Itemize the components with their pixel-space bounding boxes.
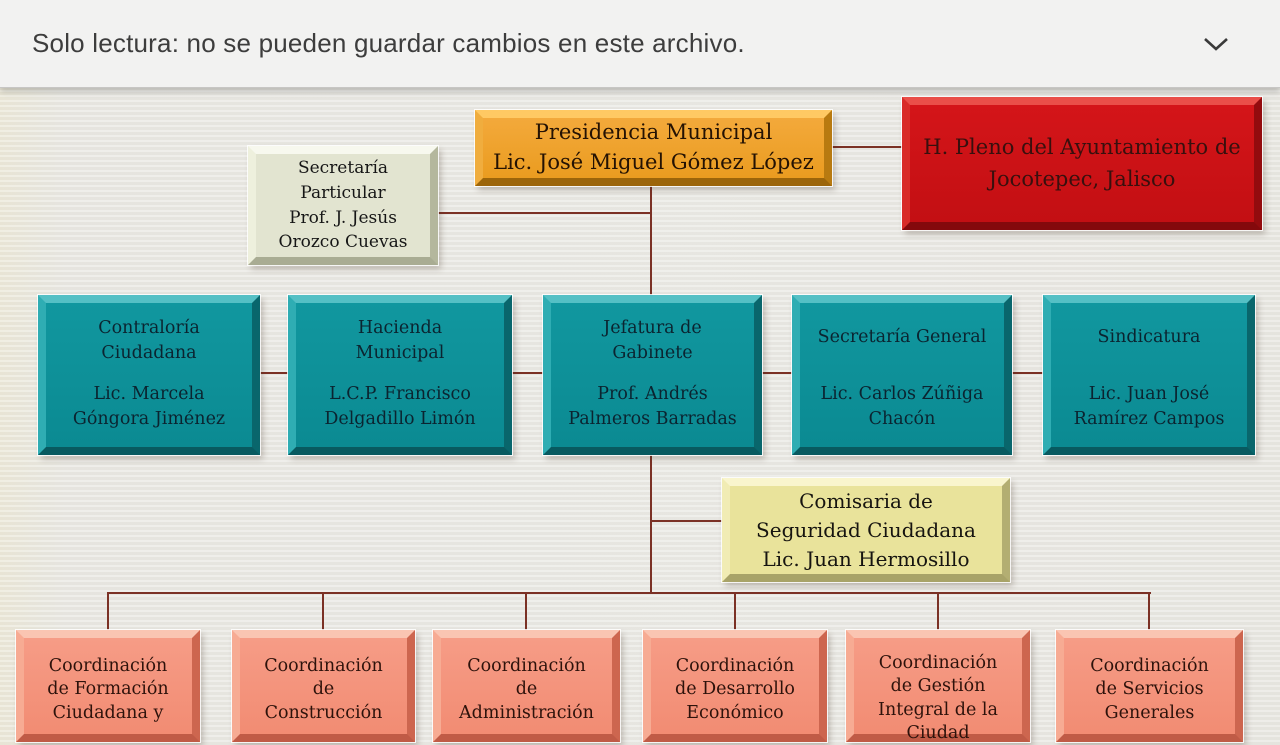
readonly-banner: Solo lectura: no se pueden guardar cambi… — [0, 0, 1280, 88]
node-person: Lic. Carlos Zúñiga Chacón — [820, 384, 984, 430]
org-node-sindicatura: Sindicatura Lic. Juan José Ramírez Campo… — [1043, 295, 1255, 455]
org-node-coordinacion-desarrollo-economico: Coordinación de Desarrollo Económico — [643, 630, 827, 742]
node-person: Prof. Andrés Palmeros Barradas — [568, 384, 737, 430]
org-node-contraloria-ciudadana: Contraloría Ciudadana Lic. Marcela Góngo… — [38, 295, 260, 455]
node-title: Coordinación de Construcción — [264, 656, 383, 723]
node-title: Sindicatura — [1097, 327, 1201, 347]
node-title: Contraloría Ciudadana — [98, 318, 200, 363]
connector-drop-desarrollo — [734, 593, 736, 630]
node-title: Coordinación de Gestión Integral de la C… — [878, 653, 998, 743]
connector-presidencia-down — [650, 186, 652, 295]
node-person: Lic. Juan José Ramírez Campos — [1073, 384, 1225, 430]
node-title: H. Pleno del Ayuntamiento de Jocotepec, … — [923, 135, 1241, 191]
node-title: Comisaria de Seguridad Ciudadana — [756, 488, 976, 542]
org-node-coordinacion-formacion-ciudadana: Coordinación de Formación Ciudadana y — [16, 630, 200, 742]
connector-coordinaciones-row — [107, 592, 1151, 594]
org-node-coordinacion-servicios-generales: Coordinación de Servicios Generales — [1056, 630, 1243, 742]
org-node-coordinacion-construccion: Coordinación de Construcción — [232, 630, 415, 742]
org-node-comisaria-seguridad: Comisaria de Seguridad Ciudadana Lic. Ju… — [722, 478, 1010, 582]
node-person: Lic. Juan Hermosillo — [762, 546, 970, 571]
node-title: Secretaría Particular — [297, 157, 389, 203]
connector-drop-gestion — [937, 593, 939, 630]
org-node-presidencia-municipal: Presidencia Municipal Lic. José Miguel G… — [475, 110, 832, 186]
node-title: Presidencia Municipal — [534, 120, 773, 145]
org-node-pleno-ayuntamiento: H. Pleno del Ayuntamiento de Jocotepec, … — [902, 97, 1262, 230]
node-person: Lic. Marcela Góngora Jiménez — [72, 384, 226, 430]
connector-jefatura-down — [650, 455, 652, 594]
connector-drop-construccion — [322, 593, 324, 630]
org-node-coordinacion-gestion-integral: Coordinación de Gestión Integral de la C… — [846, 630, 1030, 743]
node-title: Jefatura de Gabinete — [603, 318, 702, 363]
node-title: Secretaría General — [817, 327, 987, 347]
connector-comisaria — [651, 520, 722, 522]
node-person: Lic. José Miguel Gómez López — [493, 150, 814, 174]
connector-secretaria-particular — [437, 212, 652, 214]
org-node-secretaria-general: Secretaría General Lic. Carlos Zúñiga Ch… — [792, 295, 1012, 455]
node-person: Prof. J. Jesús Orozco Cuevas — [278, 207, 408, 253]
connector-drop-servicios — [1148, 593, 1150, 630]
readonly-banner-text: Solo lectura: no se pueden guardar cambi… — [32, 28, 745, 58]
node-person: L.C.P. Francisco Delgadillo Limón — [324, 384, 476, 430]
chevron-down-icon[interactable] — [1196, 30, 1236, 58]
node-title: Coordinación de Desarrollo Económico — [675, 656, 795, 723]
node-title: Coordinación de Servicios Generales — [1090, 656, 1209, 723]
org-node-hacienda-municipal: Hacienda Municipal L.C.P. Francisco Delg… — [288, 295, 512, 455]
connector-presidencia-pleno — [832, 146, 902, 148]
org-node-coordinacion-administracion: Coordinación de Administración — [433, 630, 620, 742]
org-node-jefatura-gabinete: Jefatura de Gabinete Prof. Andrés Palmer… — [543, 295, 762, 455]
node-title: Coordinación de Formación Ciudadana y — [47, 656, 169, 723]
node-title: Coordinación de Administración — [459, 656, 594, 723]
connector-drop-administracion — [525, 593, 527, 630]
connector-drop-formacion — [107, 593, 109, 630]
node-title: Hacienda Municipal — [355, 318, 445, 363]
org-node-secretaria-particular: Secretaría Particular Prof. J. Jesús Oro… — [248, 146, 438, 265]
